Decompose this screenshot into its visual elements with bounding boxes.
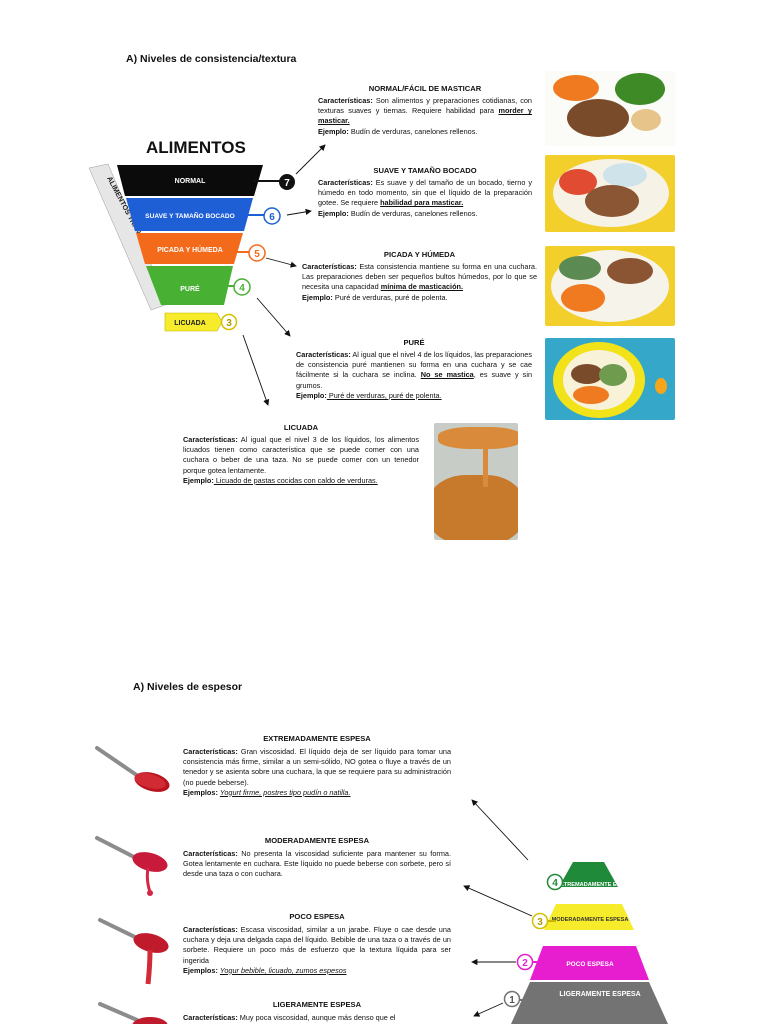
block-poco: POCO ESPESA Características: Escasa visc…	[183, 912, 451, 975]
tier-poco	[530, 946, 649, 980]
block-picada: PICADA Y HÚMEDA Características: Esta co…	[302, 250, 537, 302]
block-moderadamente: MODERADAMENTE ESPESA Características: No…	[183, 836, 451, 879]
svg-text:2: 2	[522, 958, 528, 969]
tier-picada	[136, 233, 243, 264]
svg-text:POCO ESPESA: POCO ESPESA	[566, 961, 614, 968]
section-b-title: A) Niveles de espesor	[133, 681, 243, 693]
pyramid-title: ALIMENTOS	[146, 138, 246, 157]
tier-ligeramente	[511, 982, 668, 1024]
number-circle-4	[233, 278, 251, 296]
svg-text:5: 5	[254, 249, 260, 260]
tier-extremadamente	[559, 862, 618, 887]
section-a-title: A) Niveles de consistencia/textura	[126, 53, 297, 65]
svg-text:6: 6	[269, 212, 275, 223]
tier-label-normal: NORMAL	[175, 178, 206, 185]
svg-text:3: 3	[537, 917, 543, 928]
tier-suave	[126, 198, 253, 231]
block-suave: SUAVE Y TAMAÑO BOCADO Características: E…	[318, 166, 532, 218]
block-pure: PURÉ Características: Al igual que el ni…	[296, 338, 532, 400]
block-extremadamente: EXTREMADAMENTE ESPESA Características: G…	[183, 734, 451, 797]
tier-licuada	[164, 312, 223, 332]
photo-normal	[545, 71, 675, 146]
photo-pure	[545, 338, 675, 420]
tier-moderadamente	[544, 904, 634, 930]
photo-suave	[545, 155, 675, 232]
tier-label-suave: SUAVE Y TAMAÑO BOCADO	[145, 211, 235, 220]
svg-text:1: 1	[509, 995, 515, 1006]
photo-picada	[545, 246, 675, 326]
number-circle-3	[220, 313, 238, 331]
photo-licuada	[434, 423, 518, 540]
tier-normal	[117, 165, 263, 196]
tier-label-ligeramente: LIGERAMENTE ESPESA	[559, 991, 640, 998]
svg-text:EXTREMADAMENTE ESPESA: EXTREMADAMENTE ESPESA	[556, 882, 635, 888]
tier-pure	[146, 266, 233, 305]
tier-label-pure: PURÉ	[180, 284, 200, 293]
tier-label-licuada: LICUADA	[174, 320, 206, 327]
tier-label-picada: PICADA Y HÚMEDA	[157, 245, 223, 254]
block-ligeramente: LIGERAMENTE ESPESA Características: Muy …	[183, 1000, 396, 1022]
block-normal: NORMAL/FÁCIL DE MASTICAR Características…	[318, 84, 532, 136]
number-circle-7	[279, 174, 295, 190]
svg-text:MODERADAMENTE ESPESA: MODERADAMENTE ESPESA	[552, 917, 629, 923]
svg-text:3: 3	[226, 318, 232, 329]
svg-text:4: 4	[239, 283, 245, 294]
number-circle-6	[263, 207, 281, 225]
svg-text:4: 4	[552, 878, 558, 889]
number-circle-5	[248, 244, 266, 262]
block-licuada: LICUADA Características: Al igual que el…	[183, 423, 419, 485]
svg-text:7: 7	[284, 178, 290, 189]
